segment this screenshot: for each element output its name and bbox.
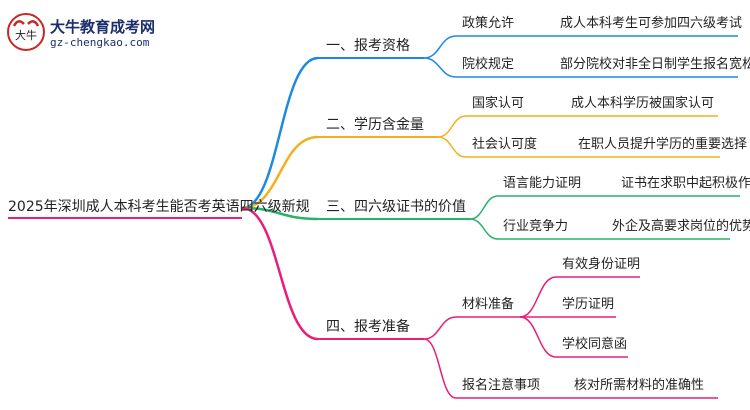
node-national-recognition: 国家认可 (472, 96, 525, 111)
leaf-industry-competitiveness: 外企及高要求岗位的优势 (612, 219, 750, 234)
leaf-policy-allowed: 成人本科考生可参加四六级考试 (560, 16, 743, 31)
logo-mark-text: 大牛 (15, 28, 37, 42)
edge-root-branch-1 (241, 56, 319, 210)
node-language-proof: 语言能力证明 (503, 176, 582, 191)
node-social-recognition: 社会认可度 (472, 137, 538, 152)
edge-b4-c1-s3 (519, 316, 557, 358)
edge-root-branch-2 (241, 135, 319, 210)
edge-b4-c1-s1 (519, 276, 557, 318)
edge-b3-c2 (469, 218, 499, 240)
edge-b1-c1 (423, 35, 457, 59)
mindmap-root-title: 2025年深圳成人本科考生能否考英语四六级新规 (8, 199, 310, 215)
edge-b3-c1 (469, 195, 499, 220)
edge-b4-c1 (423, 316, 457, 340)
node-registration-notes: 报名注意事项 (462, 378, 541, 393)
leaf-school-consent: 学校同意函 (562, 337, 628, 352)
node-policy-allowed: 政策允许 (462, 16, 515, 31)
node-school-rules: 院校规定 (462, 57, 515, 72)
node-industry-competitiveness: 行业竞争力 (503, 219, 569, 234)
edge-b4-c2 (423, 338, 457, 399)
site-logo: 大牛 大牛教育成考网 gz-chengkao.com (6, 12, 176, 52)
bull-logo-icon: 大牛 (7, 13, 45, 51)
leaf-id-proof: 有效身份证明 (562, 257, 641, 272)
edge-b2-c1 (437, 115, 467, 138)
branch-certificate-value-label: 三、四六级证书的价值 (326, 199, 466, 215)
edge-b1-c2 (423, 57, 457, 78)
leaf-language-proof: 证书在求职中起积极作用 (621, 176, 750, 191)
branch-preparation-label: 四、报考准备 (326, 319, 410, 335)
leaf-national-recognition: 成人本科学历被国家认可 (571, 96, 715, 111)
branch-qualification-label: 一、报考资格 (326, 38, 410, 54)
edge-root-branch-3 (241, 206, 319, 221)
edge-b2-c2 (437, 136, 467, 158)
node-material-prep: 材料准备 (462, 297, 515, 312)
leaf-degree-proof: 学历证明 (562, 297, 615, 312)
edge-root-branch-4 (241, 206, 319, 341)
leaf-school-rules: 部分院校对非全日制学生报名宽松 (560, 57, 750, 72)
logo-title: 大牛教育成考网 (50, 18, 156, 36)
leaf-registration-check: 核对所需材料的准确性 (574, 378, 705, 393)
logo-url: gz-chengkao.com (50, 36, 150, 49)
branch-degree-value-label: 二、学历含金量 (326, 117, 424, 133)
leaf-social-recognition: 在职人员提升学历的重要选择 (578, 137, 748, 152)
